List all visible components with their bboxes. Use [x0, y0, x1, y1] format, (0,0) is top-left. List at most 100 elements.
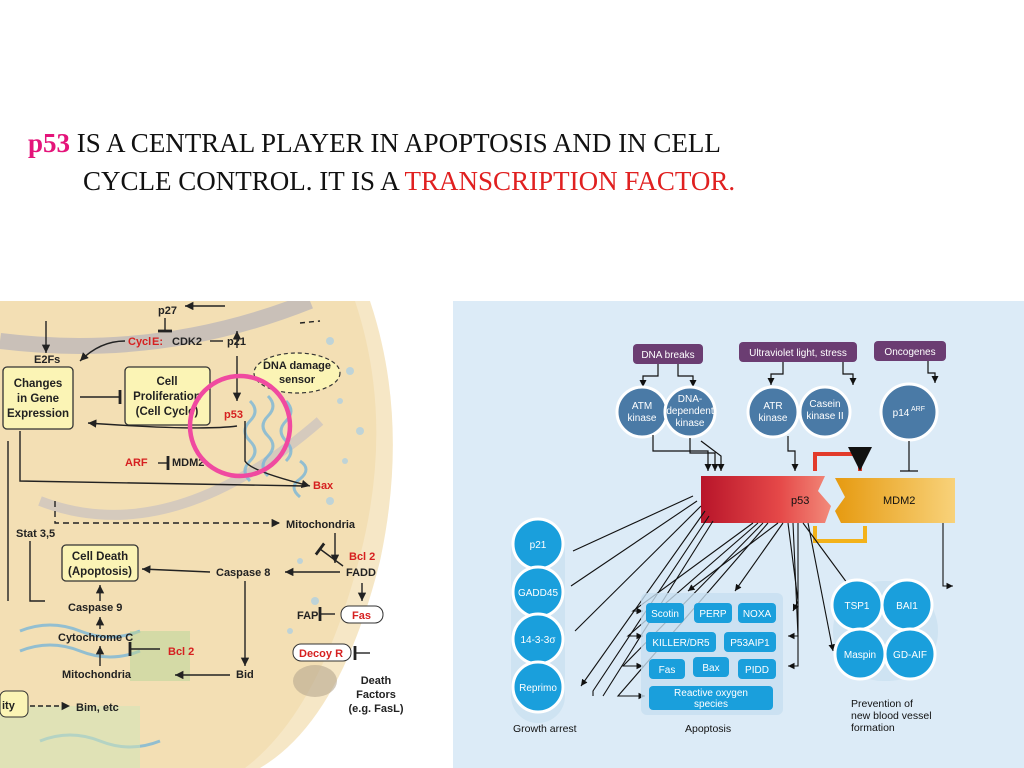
label-caspase8: Caspase 8 [216, 567, 270, 579]
caption-prevention-l3: formation [851, 722, 895, 734]
kinase-atr: ATR kinase [746, 385, 800, 439]
apop-scotin [646, 603, 684, 623]
label-bcl2-a: Bcl 2 [349, 551, 375, 563]
apop-killer-label: KILLER/DR5 [652, 638, 710, 649]
label-caspase9: Caspase 9 [68, 602, 122, 614]
kinase-atr-l1: ATR [763, 401, 782, 412]
label-mitochondria-1: Mitochondria [286, 519, 356, 531]
kinase-atm: ATM kinase [615, 385, 669, 439]
kinase-dna-dependent: DNA- dependent kinase [663, 385, 717, 439]
kinase-dnadep-l2: dependent [666, 406, 713, 417]
p53-pathway-figure: DNA breaks Ultraviolet light, stress Onc… [453, 301, 1024, 768]
label-mdm2: MDM2 [172, 457, 204, 469]
kinase-casein-l2: kinase II [806, 411, 843, 422]
vessel-tsp1: TSP1 [830, 578, 884, 632]
label-bax: Bax [313, 480, 334, 492]
kinase-atr-l2: kinase [759, 413, 788, 424]
mdm2-bar-label: MDM2 [883, 495, 915, 507]
vessel-gdaif-label: GD-AIF [893, 650, 927, 661]
apop-bax [693, 657, 729, 677]
vessel-gdaif: GD-AIF [883, 627, 937, 681]
apop-fas-label: Fas [659, 665, 676, 676]
title-transcription-factor: TRANSCRIPTION FACTOR. [404, 166, 736, 196]
label-cycl: Cycl [128, 336, 151, 348]
dna-damage-line2: sensor [279, 374, 316, 386]
label-stat: Stat 3,5 [16, 528, 55, 540]
label-cdk2: CDK2 [172, 336, 202, 348]
label-p27: p27 [158, 305, 177, 317]
cell-death-line1: Cell Death [72, 551, 128, 563]
apop-killer [646, 632, 716, 652]
input-uv-stress-label: Ultraviolet light, stress [749, 348, 847, 359]
label-decoy: Decoy R [299, 648, 343, 660]
growth-1433-label: 14-3-3σ [520, 635, 556, 646]
label-fadd: FADD [346, 567, 376, 579]
mdm2-bar [835, 478, 955, 523]
apop-pidd-label: PIDD [745, 665, 769, 676]
p53-bar [701, 476, 831, 523]
vessel-bai1-label: BAI1 [896, 601, 918, 612]
caption-apoptosis: Apoptosis [685, 723, 731, 735]
label-e2fs: E2Fs [34, 354, 60, 366]
label-ity: ity [2, 700, 16, 712]
cell-death-line2: (Apoptosis) [68, 566, 132, 578]
caption-prevention-l2: new blood vessel [851, 710, 932, 722]
apop-pidd [738, 659, 776, 679]
dna-damage-sensor [253, 352, 341, 394]
title-line-2: CYCLE CONTROL. IT IS A TRANSCRIPTION FAC… [28, 162, 988, 200]
label-fap: FAP [297, 610, 318, 622]
ity-box [0, 690, 29, 718]
apoptosis-panel [641, 593, 783, 715]
p53-highlight-circle [187, 373, 293, 479]
prolif-line1: Cell [156, 376, 177, 388]
kinase-atm-l2: kinase [628, 413, 657, 424]
p14-label: p14 [893, 408, 910, 419]
label-p53: p53 [224, 409, 243, 421]
cell-death-box [61, 544, 139, 582]
cell-proliferation-box [124, 366, 211, 426]
changes-line2: in Gene [17, 393, 59, 405]
kinase-casein: Casein kinase II [798, 385, 852, 439]
apop-ros [649, 686, 773, 710]
growth-p21-label: p21 [530, 540, 547, 551]
apop-scotin-label: Scotin [651, 609, 679, 620]
caption-growth-arrest: Growth arrest [513, 723, 577, 735]
title-p53: p53 [28, 128, 71, 158]
dna-damage-line1: DNA damage [263, 360, 331, 372]
growth-arrest-1433: 14-3-3σ [511, 612, 565, 666]
label-cyc-e: E: [152, 336, 163, 348]
label-cytochrome: Cytochrome C [58, 632, 133, 644]
death-factors-line3: (e.g. FasL) [348, 703, 403, 715]
apop-fas [649, 659, 685, 679]
death-factors-line2: Factors [356, 689, 396, 701]
label-bim: Bim, etc [76, 702, 119, 714]
kinase-dnadep-l1: DNA- [678, 394, 702, 405]
p14-sup: ARF [911, 406, 925, 413]
fas-box [340, 605, 384, 624]
apop-noxa-label: NOXA [743, 609, 772, 620]
p53-bar-label: p53 [791, 495, 809, 507]
cell-signaling-svg: Changes in Gene Expression Cell Prolifer… [0, 301, 420, 768]
label-bid: Bid [236, 669, 254, 681]
apop-ros-l1: Reactive oxygen [674, 688, 748, 699]
title-line1-text: IS A CENTRAL PLAYER IN APOPTOSIS AND IN … [70, 128, 721, 158]
p53-pathway-svg: DNA breaks Ultraviolet light, stress Onc… [453, 301, 1024, 768]
kinase-casein-l1: Casein [809, 399, 840, 410]
changes-line3: Expression [7, 408, 69, 420]
apop-noxa [738, 603, 776, 623]
label-mitochondria-2: Mitochondria [62, 669, 132, 681]
prolif-line2: Proliferation [133, 391, 201, 403]
vessel-tsp1-label: TSP1 [844, 601, 869, 612]
input-uv-stress [739, 342, 857, 362]
kinase-dnadep-l3: kinase [676, 418, 705, 429]
label-arf: ARF [125, 457, 148, 469]
vessel-bai1: BAI1 [880, 578, 934, 632]
growth-reprimo-label: Reprimo [519, 683, 557, 694]
label-bcl2-b: Bcl 2 [168, 646, 194, 658]
apop-p53aip1-label: P53AIP1 [730, 638, 770, 649]
apop-perp-label: PERP [699, 609, 727, 620]
growth-arrest-gadd45: GADD45 [511, 565, 565, 619]
kinase-atm-l1: ATM [632, 401, 652, 412]
title-line2-text: CYCLE CONTROL. IT IS A [83, 166, 405, 196]
apop-perp [694, 603, 732, 623]
